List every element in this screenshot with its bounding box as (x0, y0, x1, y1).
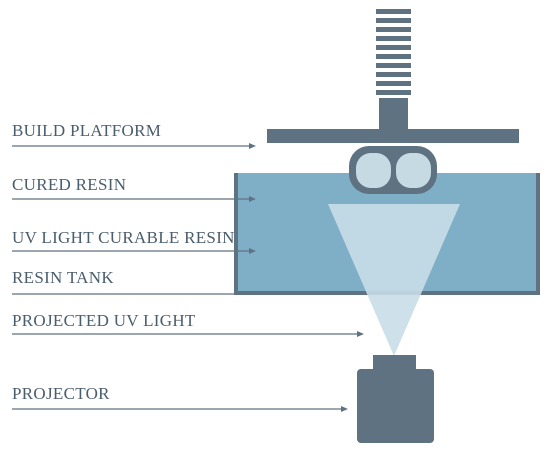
leader-lines (12, 143, 364, 412)
label-build-platform: BUILD PLATFORM (12, 121, 162, 140)
label-projected-uv-light: PROJECTED UV LIGHT (12, 311, 196, 330)
label-resin-tank: RESIN TANK (12, 268, 114, 287)
z-axis-screw (376, 9, 411, 95)
uv-light-beam (328, 204, 460, 356)
build-platform (267, 129, 519, 143)
label-cured-resin: CURED RESIN (12, 175, 127, 194)
label-projector: PROJECTOR (12, 384, 110, 403)
cured-resin-part (349, 146, 437, 194)
label-uv-curable-resin: UV LIGHT CURABLE RESIN (12, 228, 235, 247)
platform-shaft (379, 98, 408, 130)
projector-icon (357, 355, 434, 443)
